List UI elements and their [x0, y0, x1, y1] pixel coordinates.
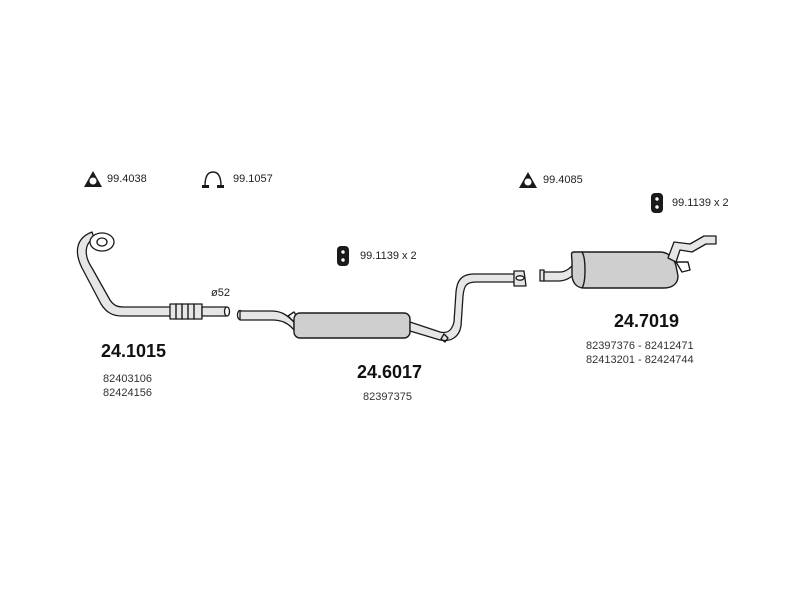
part-number-24-7019: 24.7019	[614, 311, 680, 331]
fitting-code-99-4038: 99.4038	[107, 173, 147, 185]
oe-ref: 82424156	[103, 387, 152, 399]
oe-ref: 82413201 - 82424744	[586, 354, 694, 366]
oe-ref: 82397375	[363, 391, 412, 403]
oe-ref: 82403106	[103, 373, 152, 385]
oe-refs-24-6017: 82397375	[363, 390, 412, 404]
three-bolt-gasket-icon	[84, 171, 102, 187]
fitting-code-99-4085: 99.4085	[543, 174, 583, 186]
fitting-code-99-1139-middle: 99.1139 x 2	[360, 250, 417, 262]
oe-refs-24-1015: 82403106 82424156	[103, 372, 152, 400]
oe-refs-24-7019: 82397376 - 82412471 82413201 - 82424744	[586, 339, 694, 367]
fitting-code-99-1139-rear: 99.1139 x 2	[672, 197, 729, 209]
rear-silencer-24-7019	[539, 235, 717, 289]
fitting-code-99-1057: 99.1057	[233, 173, 273, 185]
part-number-24-1015: 24.1015	[101, 341, 167, 361]
pipe-clamp-icon	[202, 171, 224, 188]
middle-silencer-24-6017	[236, 270, 527, 343]
rubber-hanger-icon	[651, 193, 663, 213]
three-bolt-gasket-icon	[519, 172, 537, 188]
pipe-diameter-label: ø52	[211, 287, 230, 299]
oe-ref: 82397376 - 82412471	[586, 340, 694, 352]
front-pipe-24-1015	[76, 231, 231, 320]
part-number-24-6017: 24.6017	[357, 362, 423, 382]
rubber-hanger-icon	[337, 246, 349, 266]
